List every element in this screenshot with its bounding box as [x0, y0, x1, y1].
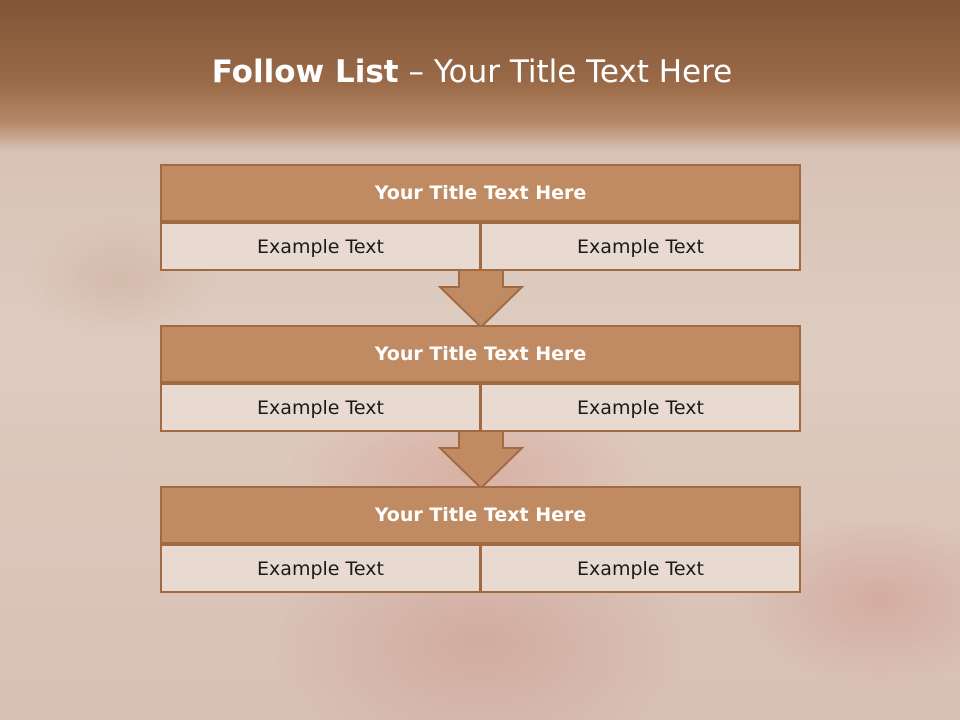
step-1-left-text: Example Text — [160, 222, 481, 271]
step-box-3: Your Title Text Here Example Text Exampl… — [160, 486, 801, 593]
step-2-right-text: Example Text — [480, 383, 801, 432]
step-box-1: Your Title Text Here Example Text Exampl… — [160, 164, 801, 271]
step-1-right-text: Example Text — [480, 222, 801, 271]
header-band — [0, 0, 960, 150]
slide-title-bold: Follow List — [211, 54, 399, 90]
slide-title-rest: – Your Title Text Here — [398, 54, 733, 90]
down-arrow-2 — [438, 430, 524, 490]
step-title-2: Your Title Text Here — [160, 325, 801, 383]
down-arrow-1 — [438, 269, 524, 329]
step-2-left-text: Example Text — [160, 383, 481, 432]
step-3-right-text: Example Text — [480, 544, 801, 593]
step-box-2: Your Title Text Here Example Text Exampl… — [160, 325, 801, 432]
step-3-left-text: Example Text — [160, 544, 481, 593]
slide-title: Follow List – Your Title Text Here — [0, 54, 944, 90]
step-title-3: Your Title Text Here — [160, 486, 801, 544]
step-title-1: Your Title Text Here — [160, 164, 801, 222]
